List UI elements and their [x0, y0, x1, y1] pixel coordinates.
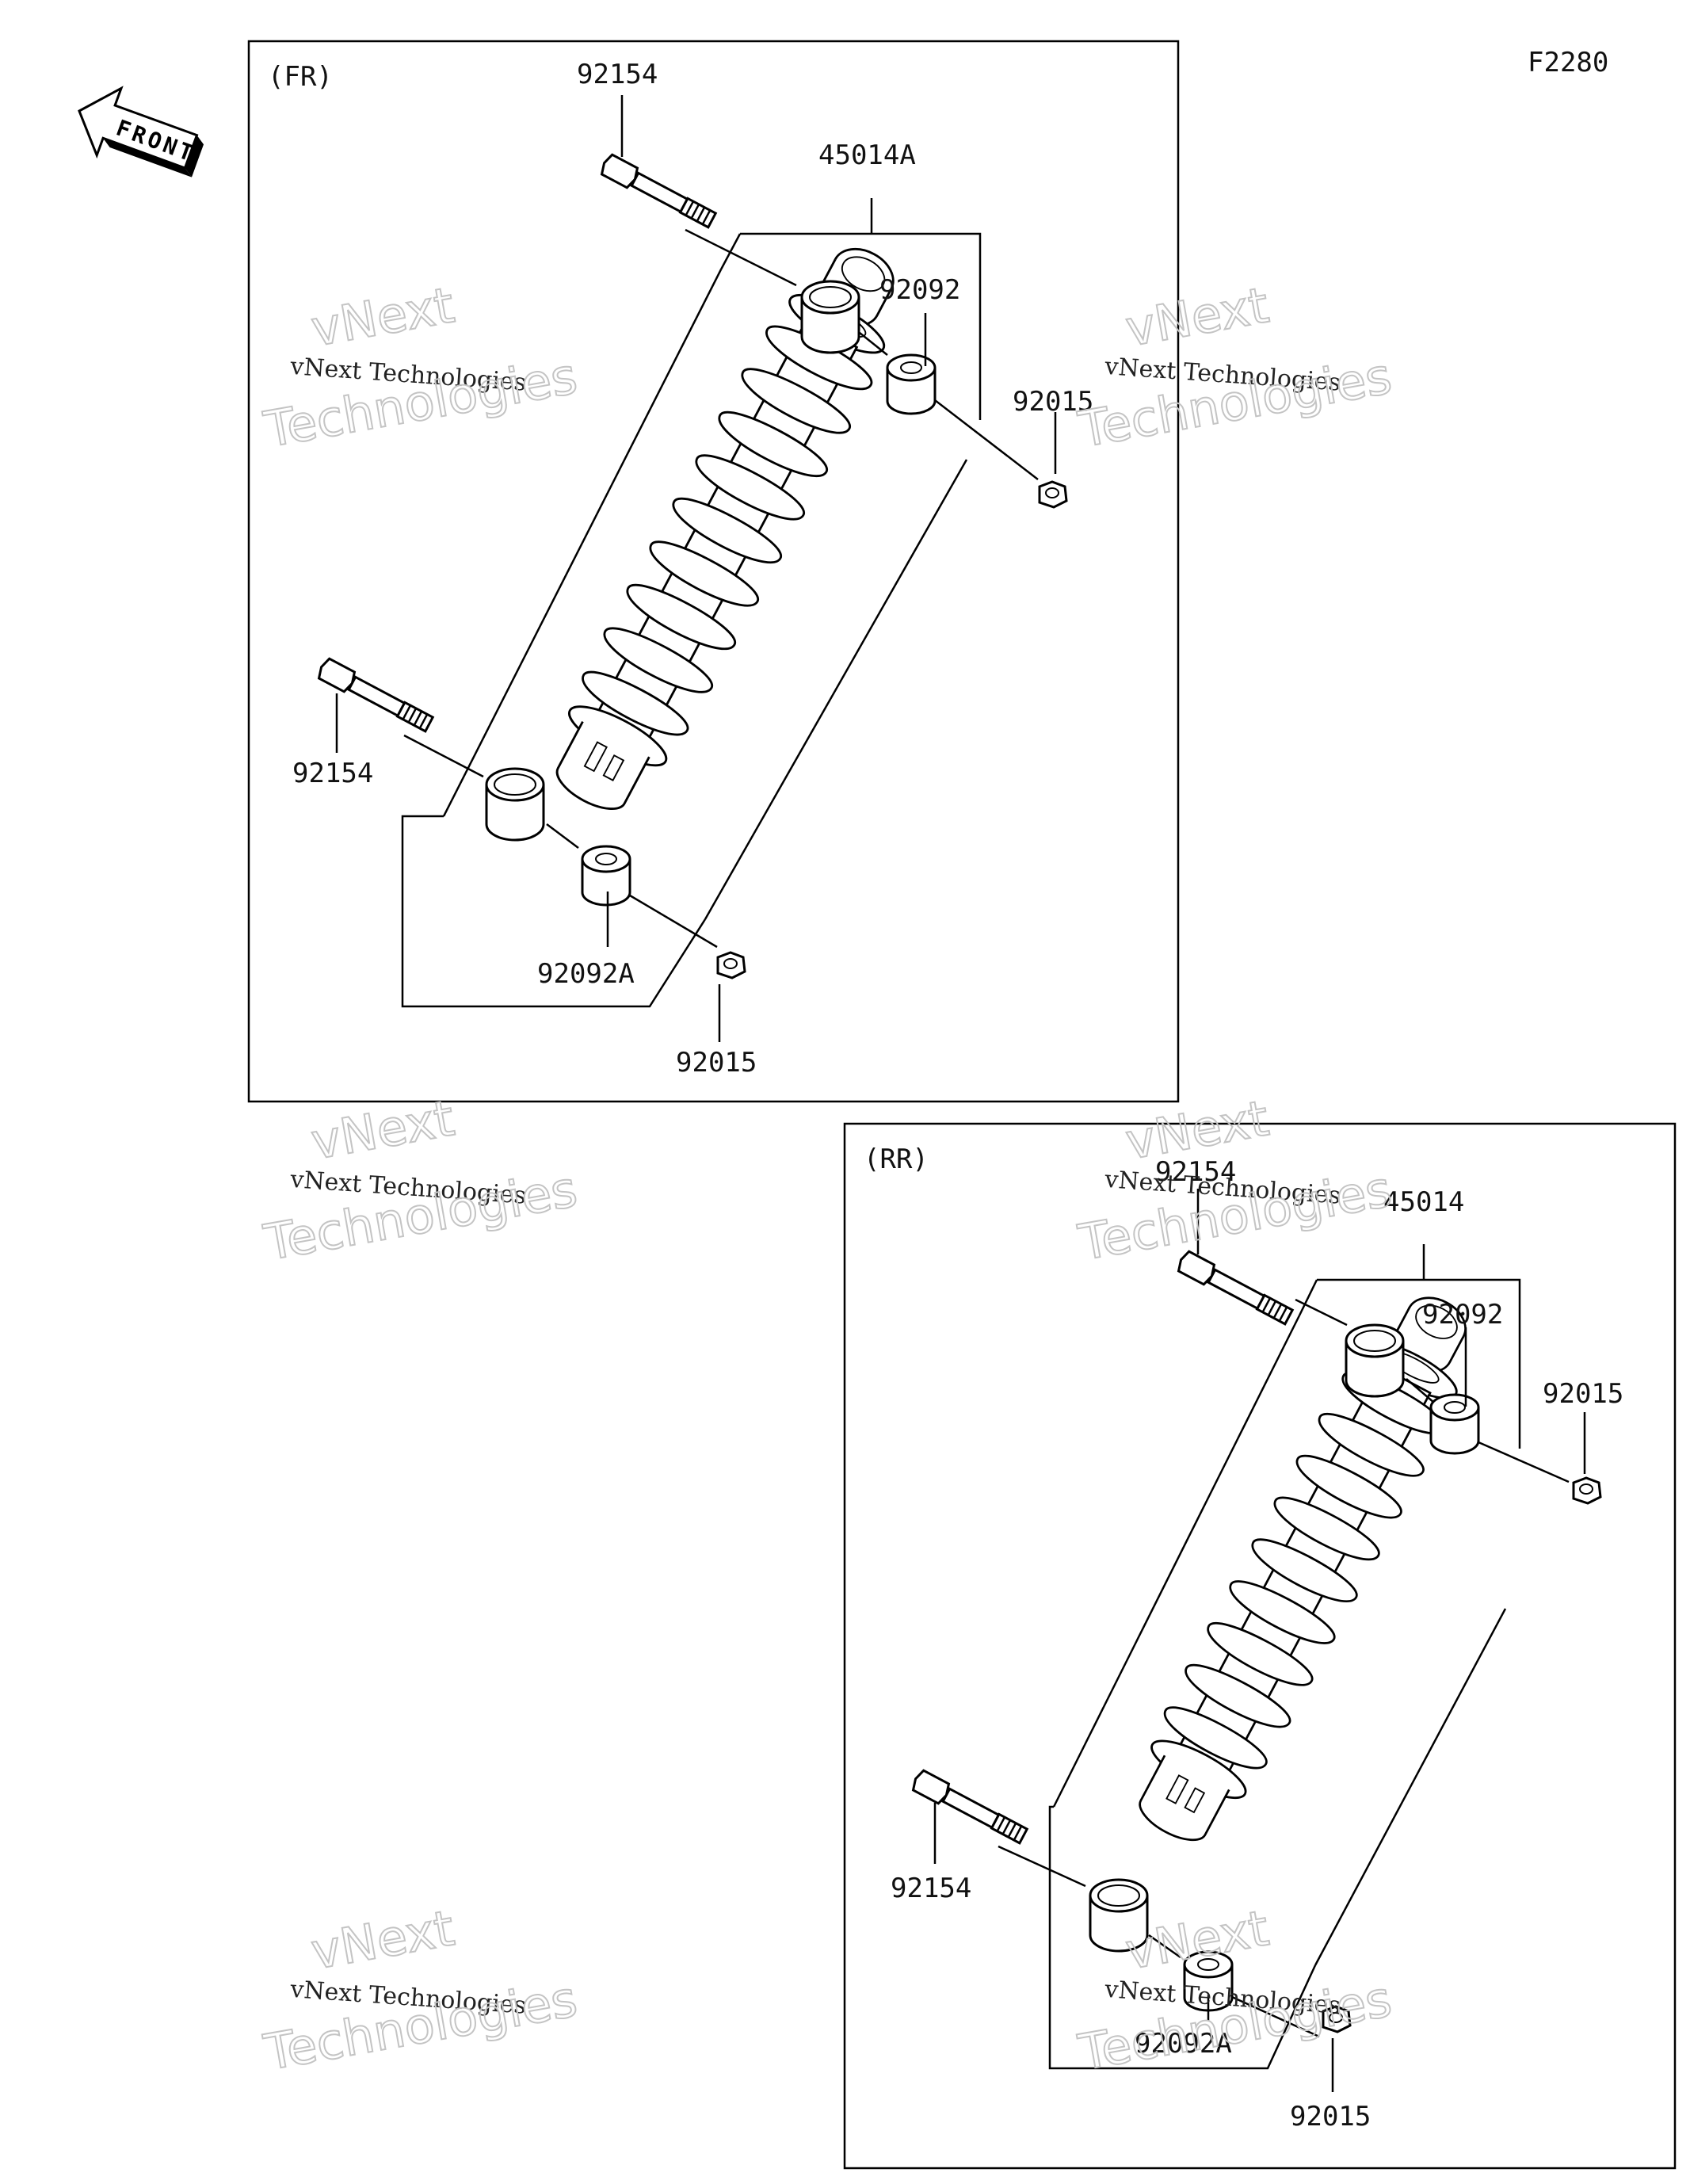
- rear-label-bushing-bottom: 92092A: [1135, 2028, 1232, 2060]
- front-assembly-bracket: [740, 232, 982, 420]
- rear-label-nut-top: 92015: [1543, 1378, 1623, 1410]
- watermark-outline-top: vNext: [307, 1899, 458, 1980]
- rear-section-tag: (RR): [864, 1144, 929, 1175]
- front-label-bushing-bottom: 92092A: [537, 958, 635, 990]
- rear-label-bolt-bottom: 92154: [891, 1873, 971, 1904]
- front-label-assembly: 45014A: [818, 139, 916, 171]
- rear-section: (RR) 92154: [843, 1122, 1677, 2170]
- watermark: vNext vNext Technologies Technologies: [259, 275, 582, 460]
- front-section-frame: [247, 40, 1180, 1103]
- front-top-nut: [1038, 480, 1068, 509]
- rear-top-nut: [1572, 1476, 1602, 1505]
- rear-top-bushing: [1429, 1393, 1480, 1455]
- front-bottom-nut: [716, 951, 746, 979]
- front-label-bolt-top: 92154: [577, 59, 658, 90]
- front-top-bolt: [597, 151, 719, 231]
- front-bottom-bushing: [581, 845, 631, 907]
- front-section: (FR) 92154: [247, 40, 1180, 1103]
- front-bottom-bolt: [315, 655, 436, 735]
- watermark: vNext vNext Technologies Technologies: [259, 1088, 582, 1273]
- rear-top-bolt: [1174, 1248, 1295, 1328]
- watermark-outline-top: vNext: [307, 276, 458, 357]
- rear-shock-absorber: [1112, 1273, 1500, 1861]
- rear-assembly-bracket: [1317, 1278, 1521, 1449]
- front-label-bolt-bottom: 92154: [292, 758, 373, 789]
- front-label-nut-top: 92015: [1013, 386, 1093, 418]
- rear-label-nut-bottom: 92015: [1290, 2101, 1371, 2132]
- rear-label-bushing-top: 92092: [1422, 1299, 1503, 1331]
- rear-label-assembly: 45014: [1383, 1186, 1464, 1218]
- watermark: vNext vNext Technologies Technologies: [1074, 275, 1397, 460]
- front-section-tag: (FR): [268, 61, 333, 93]
- front-top-bushing: [886, 353, 937, 415]
- watermark-outline-top: vNext: [1121, 276, 1272, 357]
- watermark: vNext vNext Technologies Technologies: [1074, 1088, 1397, 1273]
- rear-bottom-bolt: [909, 1767, 1030, 1847]
- watermark: vNext vNext Technologies Technologies: [259, 1898, 582, 2083]
- front-arrow-icon: FRONT: [78, 86, 204, 178]
- watermark: vNext vNext Technologies Technologies: [1074, 1898, 1397, 2083]
- front-label-nut-bottom: 92015: [676, 1047, 757, 1079]
- front-top-collar: [800, 280, 860, 354]
- front-label-bushing-top: 92092: [879, 274, 960, 306]
- rear-section-frame: [843, 1122, 1677, 2170]
- rear-label-bolt-top: 92154: [1155, 1156, 1236, 1188]
- front-bottom-collar: [485, 767, 545, 842]
- page-code: F2280: [1528, 47, 1608, 78]
- rear-top-collar: [1345, 1323, 1405, 1398]
